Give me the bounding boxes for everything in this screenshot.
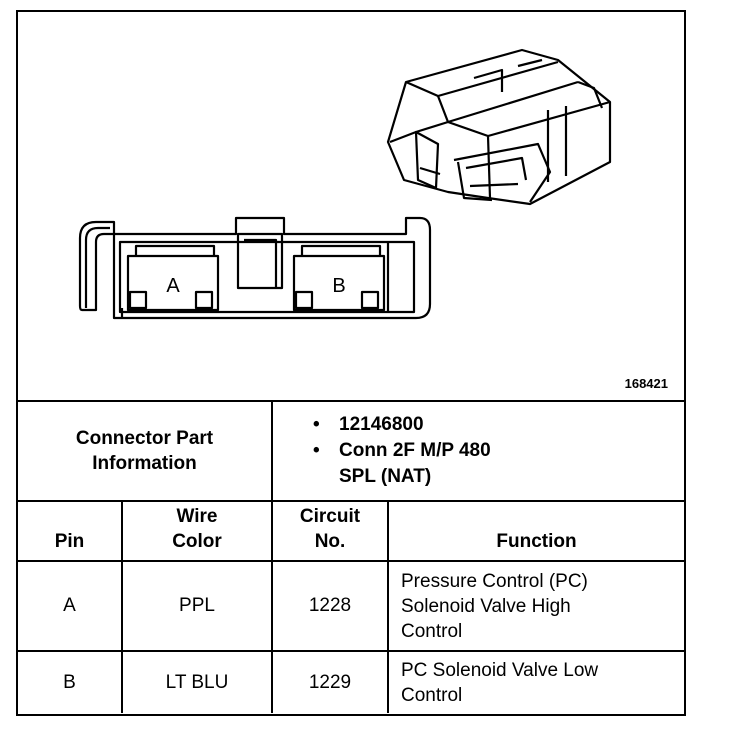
connector-info-values: 12146800 Conn 2F M/P 480 SPL (NAT) [271, 400, 684, 502]
connector-face-view [78, 216, 432, 320]
function-cell: Pressure Control (PC) Solenoid Valve Hig… [387, 560, 684, 652]
circuit-cell: 1228 [271, 560, 389, 652]
header-wire-color: Wire Color [121, 500, 273, 562]
table-row: B LT BLU 1229 PC Solenoid Valve Low Cont… [18, 650, 684, 713]
connector-description: Conn 2F M/P 480 SPL (NAT) [313, 438, 684, 490]
table-row: A PPL 1228 Pressure Control (PC) Solenoi… [18, 560, 684, 652]
table-header-row: Pin Wire Color Circuit No. Function [18, 500, 684, 562]
connector-isometric-view [386, 48, 612, 206]
wire-color-cell: PPL [121, 560, 273, 652]
header-pin: Pin [18, 500, 123, 562]
circuit-cell: 1229 [271, 650, 389, 713]
function-cell: PC Solenoid Valve Low Control [387, 650, 684, 713]
cavity-label-a: A [166, 275, 180, 297]
connector-table: Connector Part Information 12146800 Conn… [18, 400, 684, 713]
diagram-frame: A B 168421 Connector Part Information 12… [16, 10, 686, 716]
header-function: Function [387, 500, 684, 562]
wire-color-cell: LT BLU [121, 650, 273, 713]
pin-cell: A [18, 560, 123, 652]
pin-cell: B [18, 650, 123, 713]
connector-info-row: Connector Part Information 12146800 Conn… [18, 400, 684, 502]
connector-info-label: Connector Part Information [18, 400, 273, 502]
header-circuit: Circuit No. [271, 500, 389, 562]
figure-id: 168421 [624, 376, 668, 391]
part-number: 12146800 [313, 412, 684, 438]
connector-drawing: A B [78, 48, 612, 320]
cavity-label-b: B [332, 275, 345, 297]
